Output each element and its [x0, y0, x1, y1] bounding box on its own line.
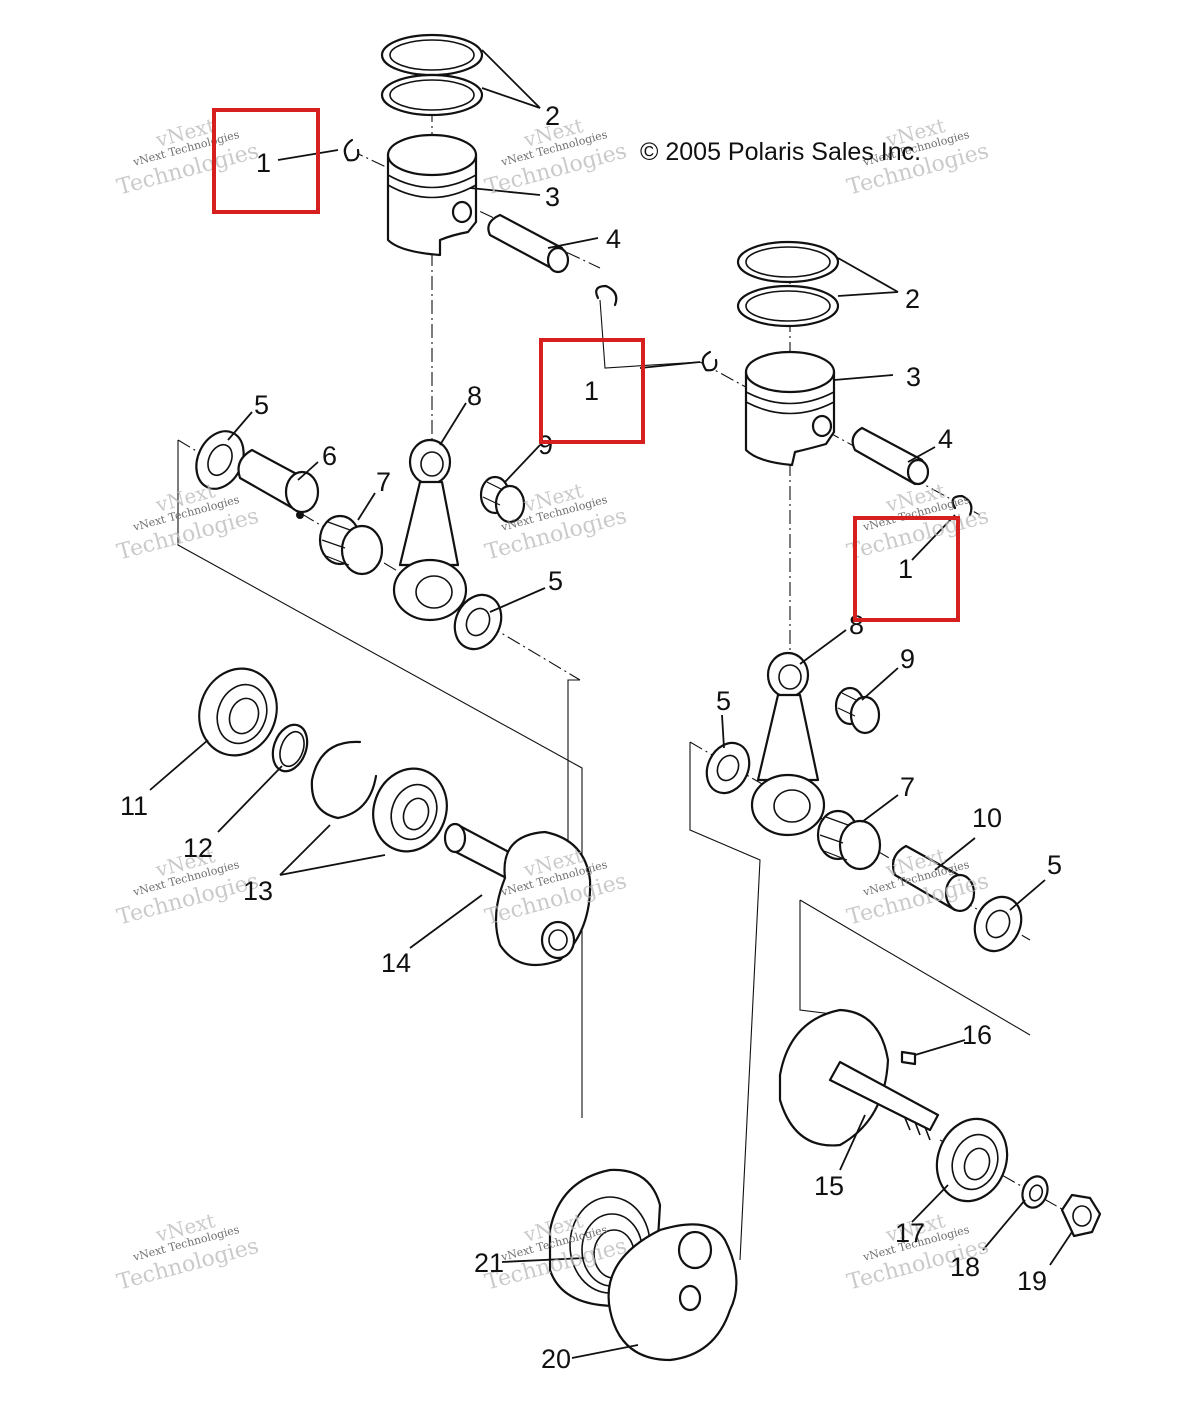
right-thrust-washer-top	[705, 741, 751, 795]
callout-7-right-bearing[interactable]: 7	[900, 772, 915, 802]
left-connecting-rod	[392, 438, 468, 622]
callout-17[interactable]: 17	[895, 1218, 925, 1248]
callout-5-right-washer-top[interactable]: 5	[716, 686, 731, 716]
right-crank-pin	[891, 844, 976, 913]
callouts: 1 1 1 2 2 3 3 4 4 5 5 5 5 6 7 7 8 8 9 9 …	[120, 101, 1062, 1374]
callout-20[interactable]: 20	[541, 1344, 571, 1374]
callout-5-right-washer-bottom[interactable]: 5	[1047, 850, 1062, 880]
seal-ring-left	[271, 723, 309, 773]
callout-5-left-washer-top[interactable]: 5	[254, 390, 269, 420]
highlight-boxes	[212, 108, 960, 622]
callout-3-right-piston[interactable]: 3	[906, 362, 921, 392]
left-needle-bearing-big	[318, 514, 384, 576]
left-wrist-pin	[487, 213, 570, 274]
washer-right	[1021, 1175, 1049, 1209]
right-wrist-pin-clip-2	[951, 494, 973, 517]
callout-2-right-rings[interactable]: 2	[905, 284, 920, 314]
callout-15[interactable]: 15	[814, 1171, 844, 1201]
callout-2-left-rings[interactable]: 2	[545, 101, 560, 131]
right-connecting-rod	[750, 651, 826, 837]
callout-1-left-clip[interactable]: 1	[256, 148, 271, 178]
left-wrist-pin-clip-1	[343, 138, 360, 162]
crankshaft-center-assembly	[548, 1168, 738, 1362]
left-crank-pin	[237, 448, 320, 519]
callout-1-right-clip[interactable]: 1	[898, 554, 913, 584]
watermark-10: vNext vNext Technologies Technologies	[114, 1208, 261, 1295]
highlight-box-right	[853, 516, 960, 622]
right-piston-rings	[736, 240, 840, 328]
main-bearing-right	[935, 1117, 1009, 1203]
callout-16[interactable]: 16	[962, 1020, 992, 1050]
right-needle-bearing-small	[834, 686, 881, 735]
callout-6-crank-pin[interactable]: 6	[322, 441, 337, 471]
leader-lines	[149, 49, 1073, 1359]
snap-ring-left	[310, 740, 378, 820]
watermark-4: vNext vNext Technologies Technologies	[114, 478, 261, 565]
crank-half-left	[443, 822, 592, 967]
left-piston	[386, 133, 478, 257]
callout-5-left-washer-bottom[interactable]: 5	[548, 566, 563, 596]
main-bearing-center-left	[372, 767, 448, 853]
callout-12[interactable]: 12	[183, 833, 213, 863]
right-needle-bearing-big	[816, 809, 882, 871]
callout-13[interactable]: 13	[243, 876, 273, 906]
callout-9-right-bearing[interactable]: 9	[900, 644, 915, 674]
callout-19[interactable]: 19	[1017, 1266, 1047, 1296]
callout-18[interactable]: 18	[950, 1252, 980, 1282]
callout-1-center-clip[interactable]: 1	[584, 376, 599, 406]
left-thrust-washer-bottom	[453, 593, 503, 651]
copyright-text: © 2005 Polaris Sales Inc.	[640, 138, 921, 166]
left-wrist-pin-clip-2	[595, 284, 618, 307]
callout-10[interactable]: 10	[972, 803, 1002, 833]
woodruff-key	[900, 1050, 917, 1066]
callout-8-left-rod[interactable]: 8	[467, 381, 482, 411]
right-wrist-pin-clip-1	[701, 350, 718, 372]
callout-14[interactable]: 14	[381, 948, 411, 978]
crank-nut	[1060, 1193, 1102, 1238]
callout-11[interactable]: 11	[120, 791, 148, 821]
callout-4-right-pin[interactable]: 4	[938, 424, 953, 454]
right-thrust-washer-bottom	[973, 895, 1023, 953]
highlight-box-center	[539, 338, 645, 444]
left-piston-rings	[380, 33, 484, 117]
crank-half-right	[778, 1008, 940, 1147]
callout-3-left-piston[interactable]: 3	[545, 182, 560, 212]
right-piston	[744, 350, 836, 467]
center-lines	[177, 60, 1091, 1261]
left-needle-bearing-small	[479, 475, 526, 524]
callout-7-left-bearing[interactable]: 7	[376, 467, 391, 497]
callout-8-right-rod[interactable]: 8	[849, 610, 864, 640]
main-bearing-left	[198, 667, 278, 757]
watermark-1: vNext vNext Technologies Technologies	[114, 113, 261, 200]
highlight-box-left	[212, 108, 320, 214]
callout-4-left-pin[interactable]: 4	[606, 224, 621, 254]
callout-21[interactable]: 21	[474, 1248, 504, 1278]
right-wrist-pin	[851, 426, 930, 486]
